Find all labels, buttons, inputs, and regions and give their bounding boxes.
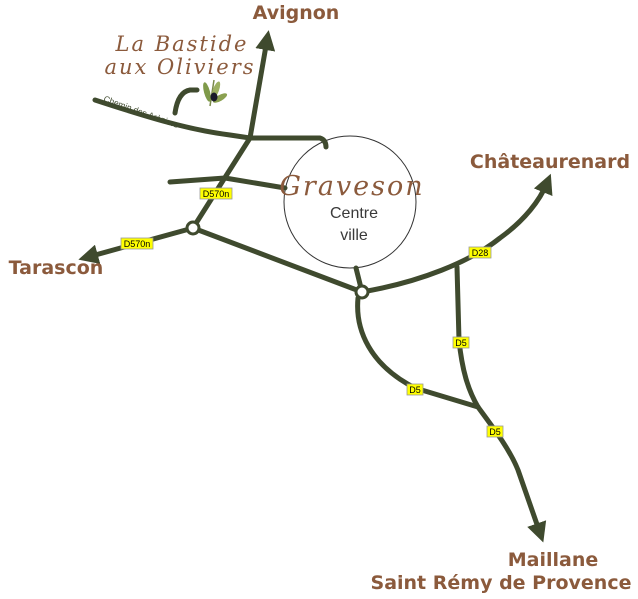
destination-saint-remy: Saint Rémy de Provence [371,572,632,594]
road-badge-d5: D5 [406,383,424,396]
road-badge-d5: D5 [452,336,470,349]
roundabout-west [185,220,201,236]
venue-name-line1: La Bastide [115,32,249,56]
destination-chateaurenard: Châteaurenard [470,151,630,173]
road-badge-d570n: D570n [199,187,233,200]
street-label: Chemin des Arèniers [102,93,180,129]
venue-name-line2: aux Oliviers [104,55,255,79]
road-bastide-access [172,87,200,116]
svg-text:D5: D5 [489,427,501,437]
road-badge-d5: D5 [486,425,504,438]
road-west [167,175,288,191]
olive-branch-icon [203,79,228,107]
road-saint-remy [475,404,547,543]
destination-tarascon: Tarascon [9,257,104,279]
svg-text:D570n: D570n [124,239,151,249]
town-centre-circle [283,135,417,269]
destination-maillane: Maillane [508,549,599,571]
road-d570n-to-graveson [190,225,365,295]
road-chemin-des-areniers [92,97,329,150]
destination-avignon: Avignon [253,2,340,24]
svg-text:D5: D5 [455,338,467,348]
svg-text:D28: D28 [472,248,489,258]
road-badge-d570n: D570n [120,237,154,250]
town-centre-line1: Centre [330,205,378,222]
town-centre-line2: ville [340,227,368,244]
roundabout-east [354,284,370,300]
town-name: Graveson [279,171,424,202]
road-chateaurenard [359,173,553,295]
svg-text:D570n: D570n [203,189,230,199]
road-badge-d28: D28 [468,246,492,259]
svg-text:D5: D5 [409,385,421,395]
